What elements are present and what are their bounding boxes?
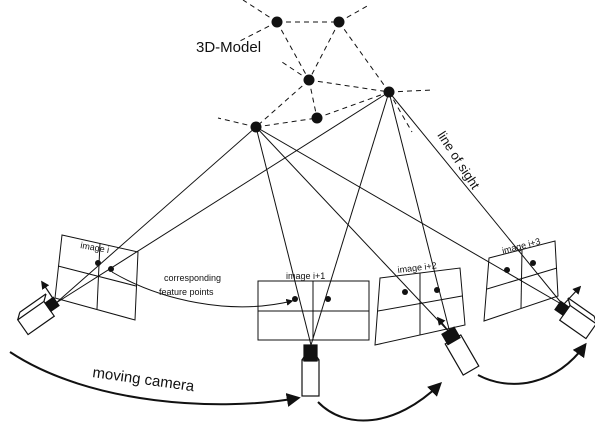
sight-lines [55,91,564,346]
feature-point [504,267,510,273]
camera-motion-arrows [9,342,587,422]
corresponding-label-line1: corresponding [164,273,221,283]
model-vertex [333,16,345,28]
image-plane-i1 [257,280,370,341]
image-i1-label: image i+1 [286,271,325,281]
correspondence-arrow [111,271,294,308]
model-vertex [271,16,283,28]
corresponding-label-line2: feature points [159,287,214,297]
camera-i-icon [16,280,60,336]
model-label: 3D-Model [196,39,261,56]
feature-points [95,260,536,302]
line-of-sight-label: line of sight [434,128,483,192]
image-i2-label: image i+2 [397,260,437,275]
image-i3-label: image i+3 [501,236,542,256]
feature-point [530,260,536,266]
image-i-label: image i [80,240,110,255]
feature-point [292,296,298,302]
model-vertex [303,74,315,86]
image-plane-i3 [483,240,559,322]
moving-camera-label: moving camera [91,364,196,395]
image-plane-i2 [374,267,466,346]
image-plane-i [54,234,139,321]
feature-point [108,266,114,272]
model-vertices [250,16,395,133]
feature-point [325,296,331,302]
feature-point [95,260,101,266]
camera-i2-icon [436,316,480,376]
camera-i3-icon [554,285,595,340]
camera-i1-icon [301,344,320,397]
feature-point [402,289,408,295]
feature-point [434,287,440,293]
model-vertex [311,112,323,124]
model-wireframe [217,0,433,133]
